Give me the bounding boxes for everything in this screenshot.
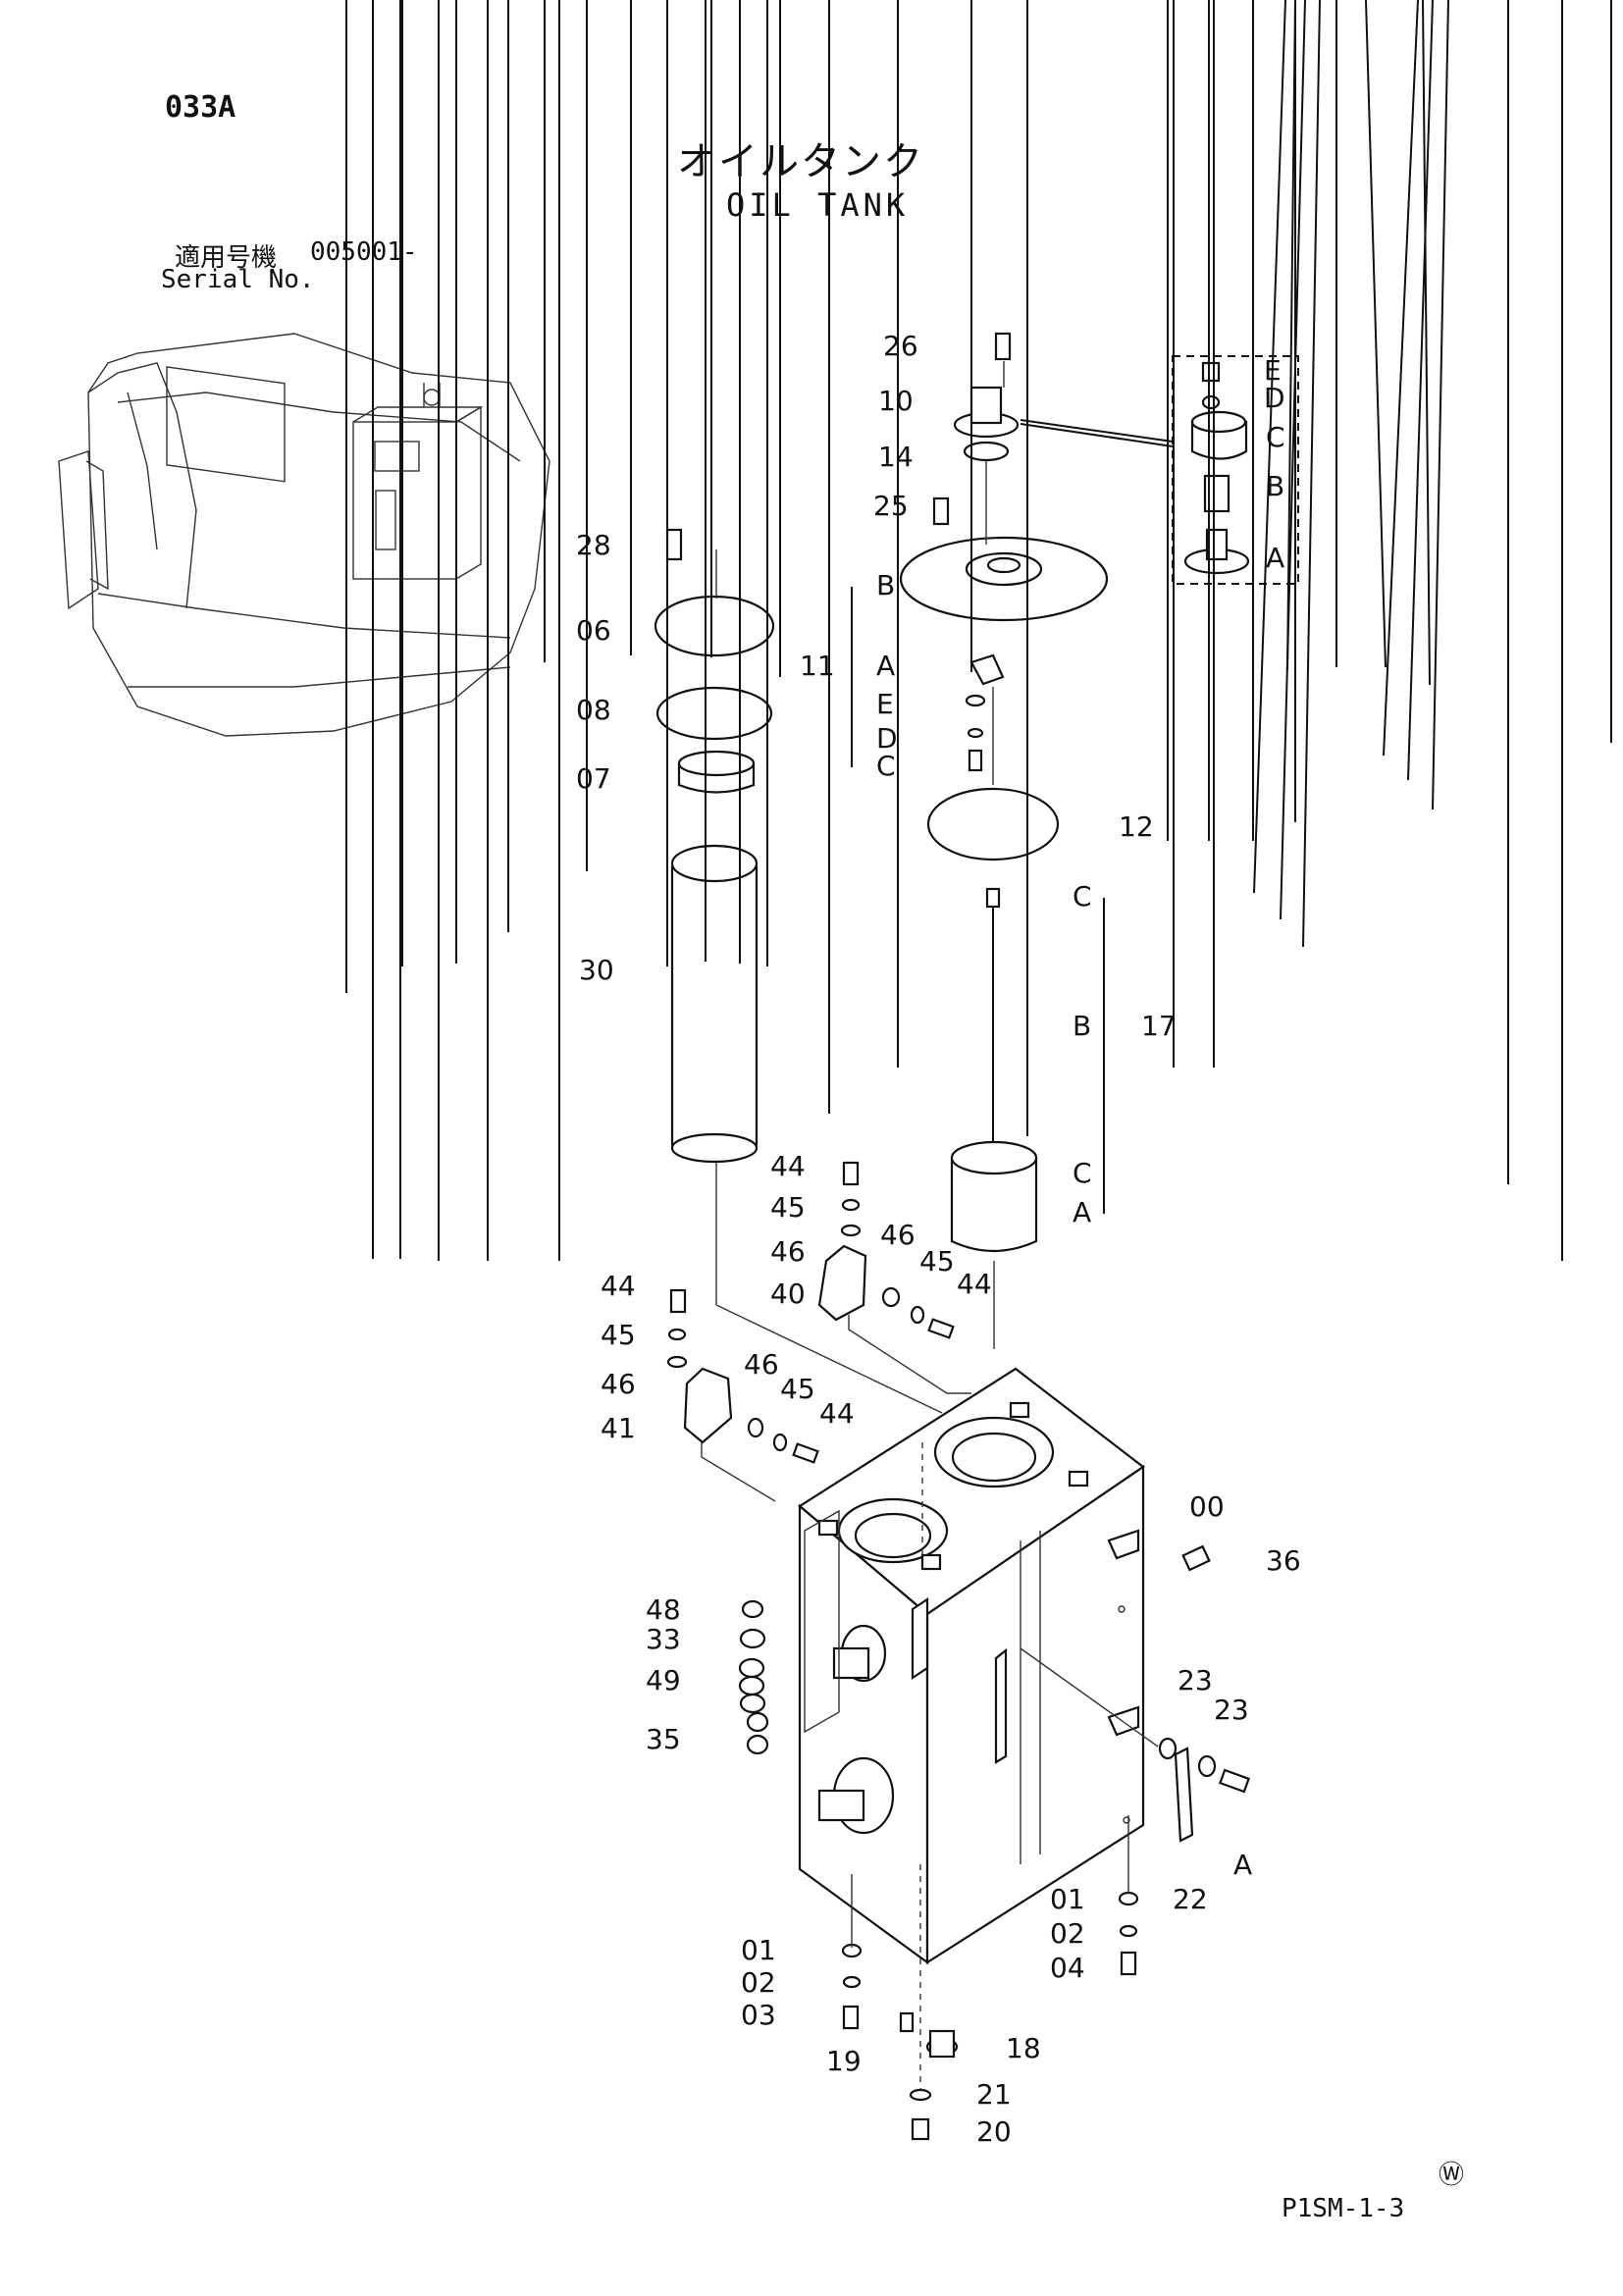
callout-35: 35 [646, 1723, 681, 1755]
oring-08-shape [655, 686, 773, 741]
callout-06: 06 [576, 614, 611, 647]
callouts: 261014252806080711BAEDC123017CBCAEDCBA44… [345, 0, 1612, 2148]
tank-00-shape [798, 1367, 1145, 1965]
callout-44d: 44 [819, 1397, 855, 1430]
callout-03: 03 [741, 1999, 776, 2031]
leader-line-46d [1383, 0, 1419, 757]
ring-07-shape [677, 750, 756, 777]
callout-25: 25 [873, 490, 909, 522]
callout-28: 28 [576, 529, 611, 561]
leader-line-46c [1365, 0, 1387, 668]
callout-08: 08 [576, 694, 611, 726]
bolt-26-shape [994, 332, 1012, 361]
callout-46a: 46 [770, 1235, 806, 1268]
callout-48: 48 [646, 1593, 681, 1626]
callout-12: 12 [1119, 810, 1154, 843]
filter-30-shape [670, 861, 759, 1150]
callout-45c: 45 [601, 1319, 636, 1351]
callout-41: 41 [601, 1412, 636, 1444]
leader-line-45d [1407, 0, 1434, 781]
callout-17C2: C [1073, 1157, 1092, 1189]
serial-label-japanese: 適用号機 [175, 243, 278, 273]
leader-line-44d [1432, 0, 1449, 810]
callout-11D: D [876, 722, 898, 755]
callout-30: 30 [579, 954, 614, 986]
callout-46d: 46 [744, 1348, 779, 1381]
callout-02a: 02 [1050, 1917, 1085, 1950]
callout-11C: C [876, 750, 896, 782]
bracket-40-shape [817, 1244, 867, 1322]
callout-17A: A [1073, 1196, 1091, 1228]
breather-10-shape [969, 386, 1003, 425]
callout-33: 33 [646, 1623, 681, 1655]
callout-45a: 45 [770, 1191, 806, 1224]
title-japanese: オイルタンク [677, 139, 924, 184]
strainer-17-shape [950, 1156, 1038, 1253]
callout-44a: 44 [770, 1150, 806, 1182]
callout-11E: E [876, 688, 894, 720]
callout-46b: 46 [880, 1219, 916, 1251]
callout-11B: B [876, 569, 895, 601]
callout-44b: 44 [957, 1268, 992, 1300]
callout-dA: A [1266, 542, 1284, 574]
callout-20: 20 [976, 2115, 1012, 2148]
callout-49: 49 [646, 1664, 681, 1696]
callout-26: 26 [883, 330, 918, 362]
page-code: 033A [165, 90, 236, 125]
leader-line-44c [1286, 0, 1296, 670]
callout-46c: 46 [601, 1368, 636, 1400]
callout-04: 04 [1050, 1952, 1085, 1984]
callout-01a: 01 [1050, 1883, 1085, 1915]
seal-14-shape [963, 441, 1010, 462]
serial-label-english: Serial No. [161, 265, 315, 294]
callout-45d: 45 [780, 1373, 815, 1405]
callout-A22: A [1233, 1849, 1252, 1881]
callout-10: 10 [878, 385, 914, 417]
gasket-12-shape [926, 787, 1060, 861]
parts [654, 332, 1299, 2141]
callout-17B: B [1073, 1010, 1091, 1042]
copyright-mark: Ⓦ [1439, 2161, 1465, 2190]
callout-14: 14 [878, 441, 914, 473]
callout-17C1: C [1073, 880, 1092, 913]
callout-40: 40 [770, 1278, 806, 1310]
excavator-overview [58, 333, 550, 737]
leader-line-44b [1302, 0, 1321, 948]
leader-line-41 [1422, 0, 1431, 686]
callout-11A: A [876, 650, 895, 682]
title-english: OIL TANK [726, 186, 910, 224]
callout-22: 22 [1173, 1883, 1208, 1915]
callout-07: 07 [576, 762, 611, 795]
callout-dD: D [1264, 382, 1285, 414]
callout-36: 36 [1266, 1544, 1301, 1577]
drawing-code: P1SM-1-3 [1282, 2194, 1405, 2223]
callout-dB: B [1266, 470, 1284, 502]
callout-17: 17 [1141, 1010, 1177, 1042]
callout-02b: 02 [741, 1966, 776, 1999]
callout-44c: 44 [601, 1270, 636, 1302]
callout-45b: 45 [919, 1245, 955, 1278]
cap-06-shape [654, 595, 775, 657]
leader-line-45b [1280, 0, 1306, 920]
callout-21: 21 [976, 2078, 1012, 2111]
callout-01b: 01 [741, 1934, 776, 1966]
callout-18: 18 [1006, 2032, 1041, 2064]
callout-19: 19 [826, 2045, 862, 2077]
callout-00: 00 [1189, 1490, 1225, 1523]
callout-23b: 23 [1214, 1694, 1249, 1726]
bracket-41-shape [683, 1367, 733, 1444]
leader-line-46b [1253, 0, 1286, 894]
callout-23a: 23 [1178, 1664, 1213, 1696]
